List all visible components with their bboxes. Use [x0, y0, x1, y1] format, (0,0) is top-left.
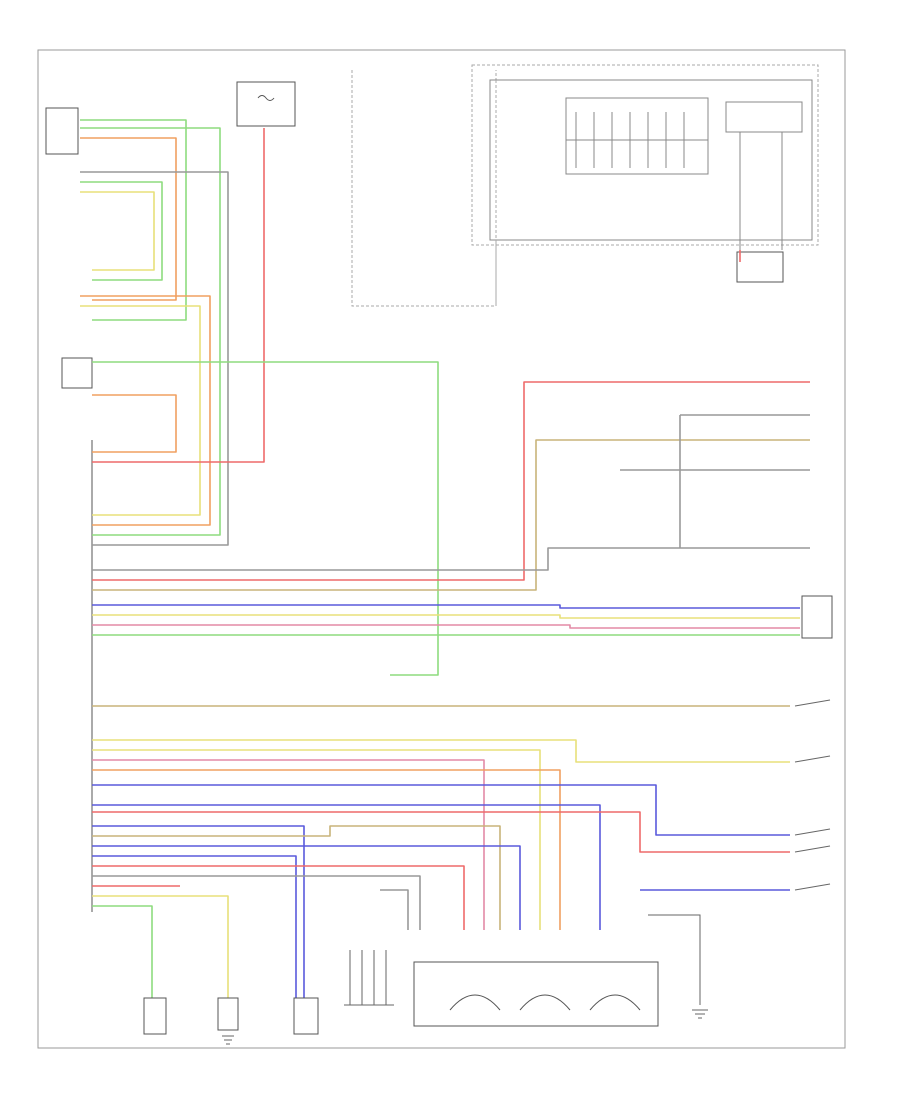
sensor-top-left: [45, 107, 79, 155]
wire-yellow-bottom: [92, 895, 229, 1000]
wire-gray-right: [92, 547, 810, 571]
transmission-body: [413, 961, 659, 1027]
control-module-top-right: [471, 64, 819, 306]
wire-red-bottom: [92, 865, 465, 930]
ground-icon: [222, 1035, 234, 1045]
connector-right: [801, 595, 833, 639]
wire-blue-bottom-3: [92, 855, 297, 1000]
wire-pink-connector: [92, 624, 800, 629]
wire-yellow-connector: [92, 614, 800, 619]
wire-gray-box: [679, 414, 810, 548]
fuse-box-top: [236, 81, 296, 127]
speed-sensor-2: [217, 997, 239, 1045]
wire-harness-top: [80, 119, 229, 546]
wire-blue-3: [92, 804, 601, 930]
switch-bank-right: [794, 699, 831, 891]
wire-blue-bottom-2: [92, 845, 521, 930]
wire-green-bottom: [92, 905, 153, 1000]
motor-icon: [449, 994, 501, 1011]
wire-yellow-long: [92, 739, 790, 763]
component-bottom-right: [648, 914, 708, 1019]
wire-yellow-2: [92, 749, 541, 930]
wire-orange-sensor: [92, 394, 177, 453]
speed-sensor-1: [143, 997, 167, 1035]
wire-gray-bottom: [92, 875, 421, 930]
wire-olive-bottom: [92, 825, 501, 930]
wire-blue-2: [92, 784, 790, 836]
wire-blue-connector: [92, 604, 800, 609]
ground-icon: [692, 1009, 708, 1019]
sensor-left-1: [61, 357, 93, 389]
wire-red-3: [92, 811, 790, 853]
wire-blue-bottom-1: [92, 825, 305, 1000]
speed-sensor-3: [293, 997, 319, 1035]
power-distribution-box: [351, 70, 497, 307]
switch-top-right: [736, 250, 784, 283]
wire-olive-right: [92, 439, 810, 591]
motor-icon: [589, 994, 641, 1011]
wire-red-right: [92, 381, 810, 581]
wire-green-sensor: [92, 361, 439, 676]
wire-red-fuse: [92, 128, 265, 463]
diagram-frame: [37, 49, 846, 1049]
wire-pink-2: [92, 759, 485, 930]
fuse-icon: [257, 95, 275, 101]
motor-icon: [519, 994, 571, 1011]
sensor-bottom-mid: [344, 950, 394, 1006]
wire-orange-2: [92, 769, 561, 930]
wire-gray-bottom-2: [380, 889, 409, 930]
